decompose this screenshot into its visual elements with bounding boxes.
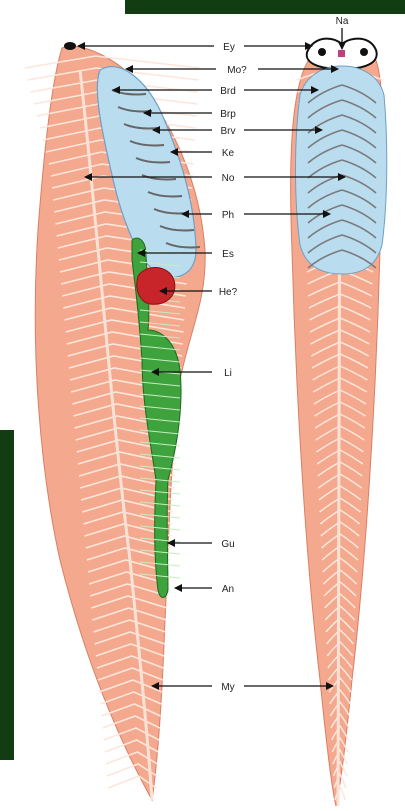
- eye-spot-side: [64, 42, 76, 50]
- label-he: He?: [219, 287, 238, 298]
- label-mo: Mo?: [227, 65, 247, 76]
- frame-top-bar: [125, 0, 405, 14]
- label-no: No: [222, 173, 235, 184]
- label-brv: Brv: [221, 126, 236, 137]
- label-es: Es: [222, 249, 234, 260]
- pharynx-top: [296, 66, 387, 274]
- frame-left-bar: [0, 430, 14, 760]
- label-ke: Ke: [222, 148, 235, 159]
- label-li: Li: [224, 368, 232, 379]
- label-ph: Ph: [222, 210, 234, 221]
- label-ey: Ey: [223, 42, 235, 53]
- label-brp: Brp: [220, 109, 236, 120]
- label-gu: Gu: [221, 539, 234, 550]
- label-na: Na: [336, 16, 349, 27]
- label-my: My: [221, 682, 234, 693]
- label-brd: Brd: [220, 86, 236, 97]
- label-an: An: [222, 584, 234, 595]
- nasal-pit: [338, 50, 345, 57]
- right-eye-icon: [360, 48, 368, 56]
- heart-shape: [137, 267, 175, 304]
- left-eye-icon: [318, 48, 326, 56]
